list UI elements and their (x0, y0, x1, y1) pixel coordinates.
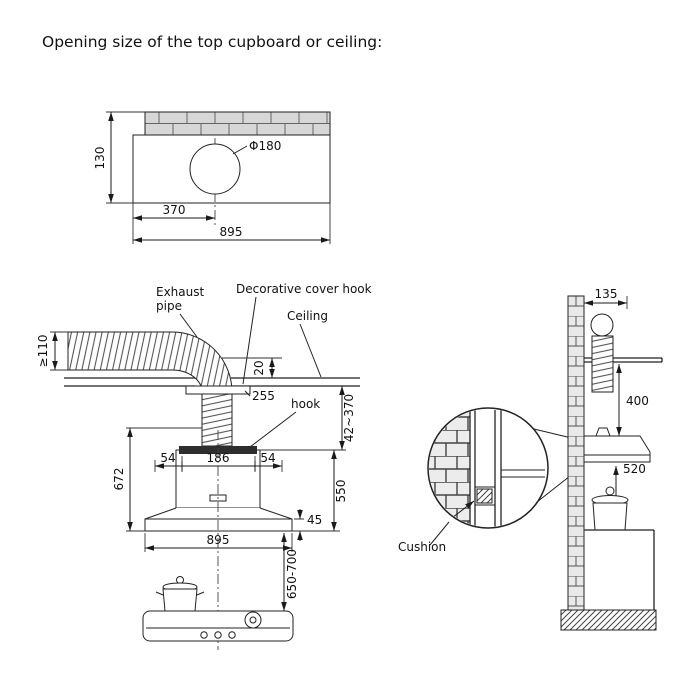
hood-distance-label: 520 (623, 462, 646, 476)
pot-handles (155, 591, 205, 596)
cover-hook-label: Decorative cover hook (236, 282, 372, 296)
cushion-leader-line (429, 521, 450, 546)
rim-label: 45 (307, 513, 322, 527)
cushion-label: Cushion (398, 540, 446, 554)
height-range-label: 650-700 (285, 549, 299, 599)
vertical-duct-shape (201, 391, 233, 447)
side-pot-body (592, 502, 628, 531)
top-view-diagram: Φ180 130 370 895 (93, 111, 331, 244)
side-duct-shape (591, 335, 614, 393)
stove-knob-2 (214, 631, 222, 639)
shelf-lines (584, 357, 663, 363)
pot-body (162, 588, 198, 612)
duct-outlet (590, 313, 614, 337)
hook-range-label: 42~370 (342, 394, 356, 442)
body-height-label: 672 (112, 468, 126, 491)
side-pot (591, 486, 629, 531)
side-pot-knob (605, 486, 615, 496)
page-title: Opening size of the top cupboard or ceil… (42, 33, 382, 51)
front-view-diagram: Exhaust pipe Decorative cover hook Ceili… (36, 282, 372, 650)
cupboard-brick-strip (144, 111, 331, 136)
ceiling-leader-line (299, 323, 322, 378)
hook-spacing-ticks (181, 461, 256, 471)
cooktop (142, 576, 294, 642)
hole-diameter-label: Φ180 (249, 139, 281, 153)
chimney-height-label: 550 (334, 480, 348, 503)
cover-width-label: 255 (252, 389, 275, 403)
decorative-cover-plate (185, 385, 251, 395)
hood-width-label: 895 (207, 533, 230, 547)
side-left-label: 54 (160, 451, 175, 465)
stove-knob-1 (200, 631, 208, 639)
top-view-extension-lines (106, 111, 331, 244)
ceiling-lines (64, 377, 360, 387)
pot-knob (176, 576, 184, 584)
exhaust-pipe-shape (67, 331, 233, 393)
ceiling-label: Ceiling (287, 309, 328, 323)
cover-width-leader (244, 390, 251, 397)
detail-view: Cushion (398, 407, 585, 554)
opening-width-label: 895 (220, 225, 243, 239)
gap-label: 20 (252, 360, 266, 375)
burner-inner (249, 616, 257, 624)
bracket-lines (475, 469, 545, 506)
burner-outer (244, 611, 262, 629)
side-view-diagram: 135 400 520 (560, 287, 663, 631)
depth-label: 130 (93, 147, 107, 170)
duct-collar (595, 427, 611, 437)
hook-label: hook (291, 397, 320, 411)
counter-lines (584, 529, 655, 610)
wall-section (567, 295, 585, 611)
exhaust-pipe-label-line1: Exhaust (156, 285, 205, 299)
wall-face-lines (469, 409, 476, 527)
pipe-length-label: 400 (626, 394, 649, 408)
side-right-label: 54 (260, 451, 275, 465)
clearance-label: ≥110 (36, 335, 50, 368)
center-span-label: 186 (207, 451, 230, 465)
base-block (560, 609, 657, 631)
cover-hook-leader-line (242, 296, 257, 385)
exhaust-hole (189, 143, 241, 195)
exhaust-leader-line (179, 313, 198, 338)
hook-leader-line (249, 411, 297, 448)
hood-side-shape (583, 435, 651, 463)
hole-leader-line (232, 145, 248, 155)
offset-label: 135 (595, 287, 618, 301)
stove-knob-3 (228, 631, 236, 639)
stove-body (142, 610, 294, 642)
exhaust-pipe-label-line2: pipe (156, 299, 182, 313)
hole-offset-label: 370 (163, 203, 186, 217)
cushion-block (476, 488, 493, 504)
